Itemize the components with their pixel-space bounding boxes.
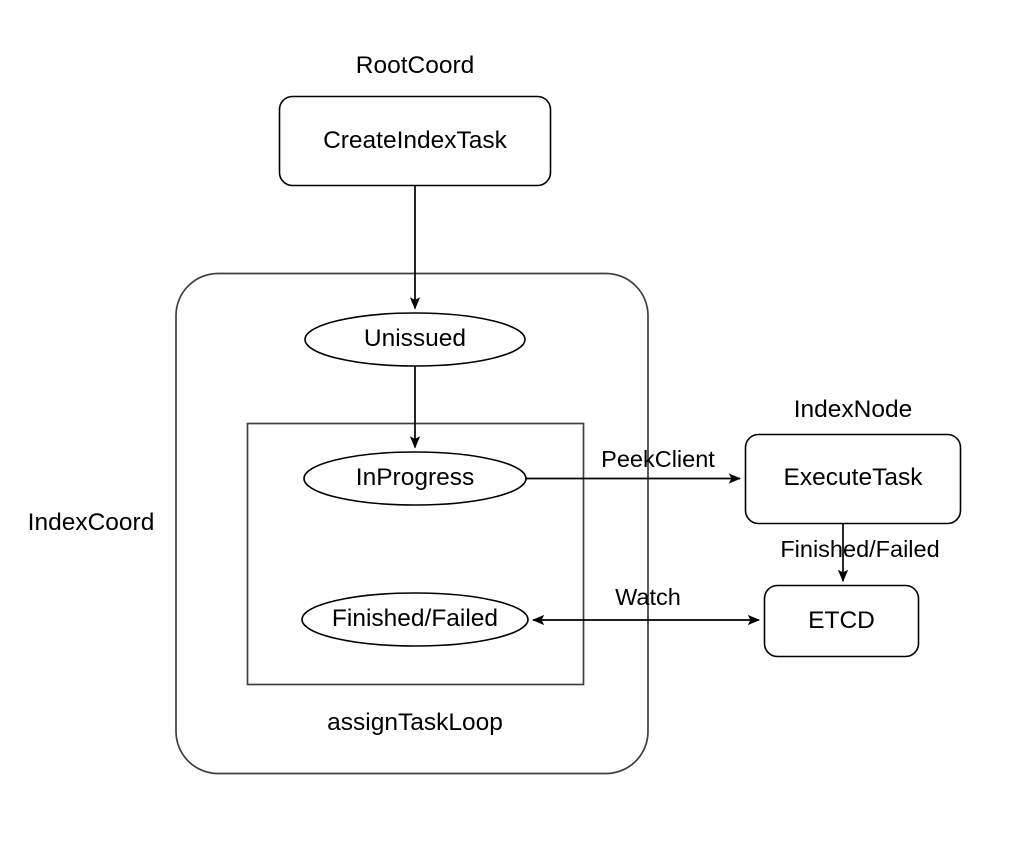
peek-client-edge-label: PeekClient bbox=[601, 446, 715, 472]
watch-edge-label: Watch bbox=[615, 584, 681, 610]
etcd-box[interactable] bbox=[763, 584, 920, 658]
in-progress-label: InProgress bbox=[355, 464, 475, 491]
finished-failed-state-ellipse[interactable] bbox=[301, 592, 529, 647]
finished-failed-edge-label: Finished/Failed bbox=[780, 536, 940, 562]
index-coord-label: IndexCoord bbox=[27, 509, 155, 536]
root-coord-label: RootCoord bbox=[355, 52, 475, 79]
assign-task-loop-label: assignTaskLoop bbox=[327, 709, 503, 736]
etcd-label: ETCD bbox=[808, 607, 875, 634]
execute-task-label: ExecuteTask bbox=[783, 464, 923, 491]
unissued-label: Unissued bbox=[363, 325, 467, 352]
index-node-label: IndexNode bbox=[793, 396, 913, 423]
index-coord-container bbox=[175, 272, 649, 775]
finished-failed-state-label: Finished/Failed bbox=[331, 605, 499, 632]
execute-task-box[interactable] bbox=[744, 433, 962, 525]
create-index-task-label: CreateIndexTask bbox=[323, 127, 507, 154]
